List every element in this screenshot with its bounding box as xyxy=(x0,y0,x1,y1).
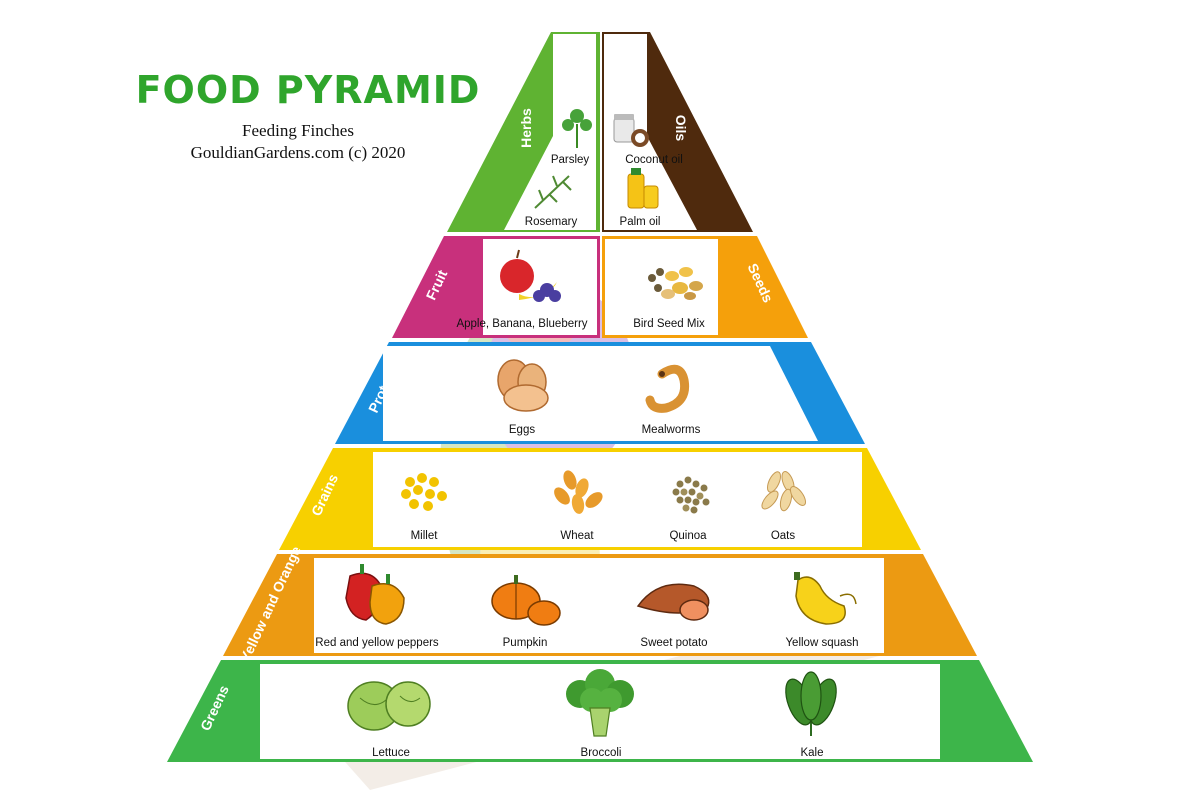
food-label-lettuce: Lettuce xyxy=(372,747,410,759)
eggs-icon xyxy=(497,359,549,412)
seed-mix-icon xyxy=(648,267,703,300)
parsley-icon xyxy=(562,109,592,148)
page-title: FOOD PYRAMID xyxy=(136,68,481,112)
oats-icon xyxy=(761,471,807,512)
palm-oil-icon xyxy=(627,168,659,209)
tier-seeds: Seeds Bird Seed Mix xyxy=(602,236,808,338)
tier-oils: Oils Coconut oil Palm oil xyxy=(602,32,753,232)
tier-grains: Grains Millet Wheat Quinoa xyxy=(279,448,921,550)
millet-icon xyxy=(401,473,447,511)
peppers-icon xyxy=(345,564,405,625)
food-label-broccoli: Broccoli xyxy=(581,747,622,759)
subtitle-website: GouldianGardens.com (c) 2020 xyxy=(191,143,406,162)
tier-fruit: Fruit Apple, Banana, Blueberry xyxy=(392,236,600,338)
subtitle-feeding-finches: Feeding Finches xyxy=(242,121,354,140)
quinoa-icon xyxy=(672,476,710,514)
food-label-apple-banana-blueberry: Apple, Banana, Blueberry xyxy=(456,318,587,330)
tier-greens: Greens Lettuce Broccoli Kale xyxy=(167,660,1033,762)
food-label-bird-seed-mix: Bird Seed Mix xyxy=(633,318,705,330)
tier-herbs: Herbs Parsley Rosemary xyxy=(447,32,600,232)
food-label-oats: Oats xyxy=(771,530,796,542)
food-label-eggs: Eggs xyxy=(509,424,535,436)
tier-yellow-orange: Yellow and Orange Red and yellow peppers… xyxy=(223,544,977,664)
lettuce-icon xyxy=(347,681,431,731)
fruit-icon xyxy=(500,249,561,302)
squash-icon xyxy=(794,572,857,625)
food-label-sweet-potato: Sweet potato xyxy=(640,637,707,649)
food-label-wheat: Wheat xyxy=(560,530,594,542)
food-label-peppers: Red and yellow peppers xyxy=(315,637,439,649)
food-label-mealworms: Mealworms xyxy=(642,424,701,436)
sweet-potato-icon xyxy=(636,583,710,621)
kale-icon xyxy=(785,671,837,736)
wheat-icon xyxy=(554,470,603,514)
tier-protein: Protein Eggs Mealworms xyxy=(335,342,865,444)
category-label-herbs: Herbs xyxy=(518,108,534,148)
coconut-oil-icon xyxy=(613,114,649,147)
food-label-yellow-squash: Yellow squash xyxy=(785,637,858,649)
food-label-coconut-oil: Coconut oil xyxy=(625,154,683,166)
food-label-kale: Kale xyxy=(800,747,823,759)
food-label-quinoa: Quinoa xyxy=(669,530,707,542)
mealworm-icon xyxy=(645,364,690,413)
category-label-oils: Oils xyxy=(673,115,689,142)
food-label-rosemary: Rosemary xyxy=(525,216,578,228)
broccoli-icon xyxy=(566,669,634,737)
food-label-palm-oil: Palm oil xyxy=(620,216,661,228)
rosemary-icon xyxy=(534,175,572,209)
food-label-millet: Millet xyxy=(411,530,439,542)
pumpkin-icon xyxy=(491,575,561,626)
food-label-pumpkin: Pumpkin xyxy=(503,637,548,649)
food-label-parsley: Parsley xyxy=(551,154,590,166)
